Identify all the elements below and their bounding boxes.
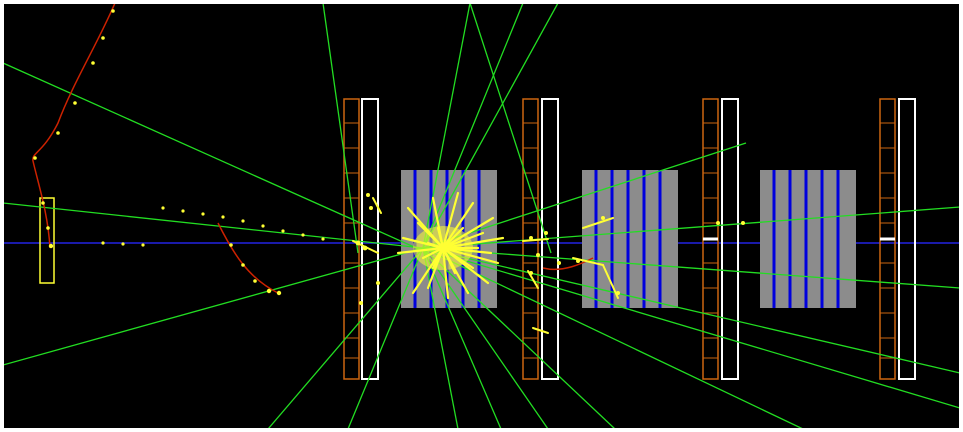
- detector-module-3: [760, 170, 856, 308]
- tracker-plane-4: [879, 98, 916, 380]
- particle-event-display: [3, 3, 960, 429]
- target-box: [39, 197, 55, 284]
- vertex-core: [413, 226, 473, 270]
- particle-tracks: [3, 3, 960, 429]
- detector-module-2: [582, 170, 678, 308]
- secondary-segments: [352, 197, 619, 334]
- tracker-plane-3: [702, 98, 739, 380]
- display-frame: [3, 3, 960, 429]
